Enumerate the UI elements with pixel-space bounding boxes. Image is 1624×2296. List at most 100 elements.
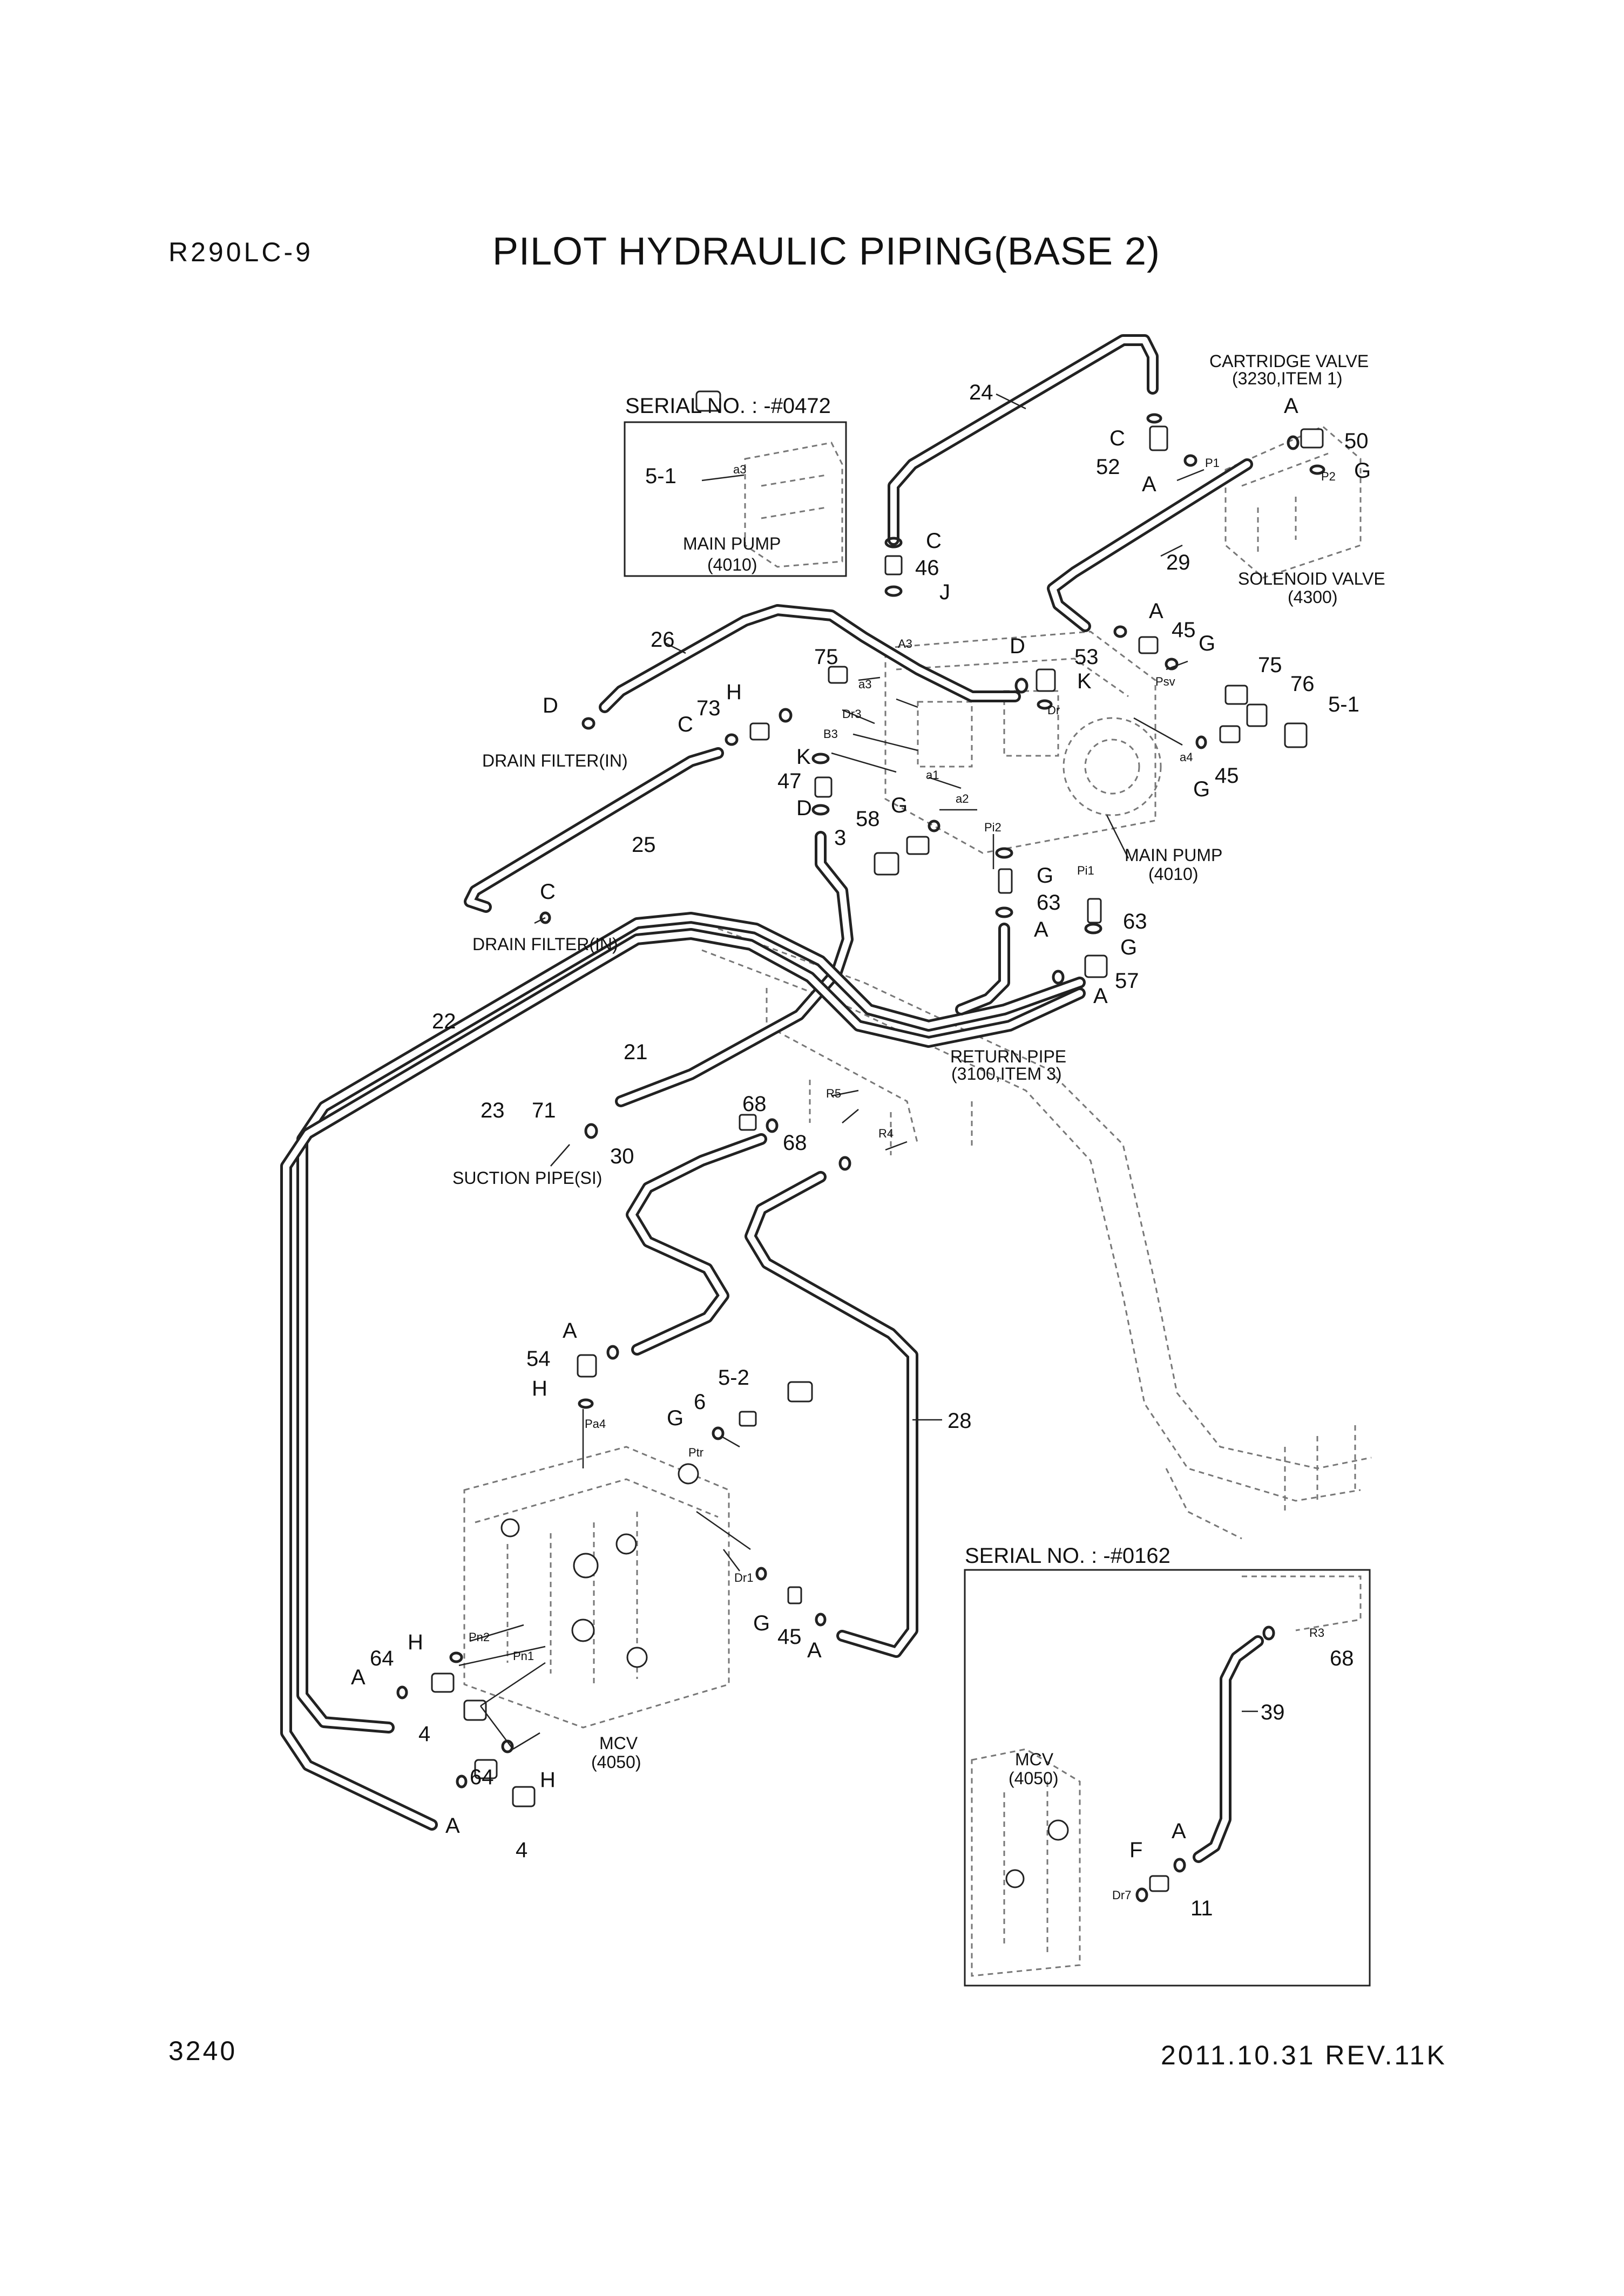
hose-24 bbox=[888, 334, 1159, 546]
callout-H-2: H bbox=[532, 1377, 547, 1400]
callout-A-9: A bbox=[445, 1814, 460, 1838]
callout-45-b: 45 bbox=[1215, 764, 1239, 788]
callout-Ptr-port: Ptr bbox=[688, 1446, 703, 1459]
callout-Pn1-port: Pn1 bbox=[513, 1649, 534, 1663]
return-pipe-ghost bbox=[701, 927, 1372, 1540]
callout-24: 24 bbox=[969, 381, 993, 404]
callout-J: J bbox=[939, 580, 950, 604]
fittings bbox=[431, 390, 1324, 1807]
callout-C-4: C bbox=[540, 880, 556, 904]
callout-54: 54 bbox=[526, 1347, 551, 1371]
callout-63-b: 63 bbox=[1123, 910, 1147, 933]
inset-bottom-68: 68 bbox=[1330, 1647, 1354, 1670]
inset-box-top bbox=[624, 421, 847, 577]
callout-G-4: G bbox=[1193, 777, 1210, 801]
callout-A-2: A bbox=[1284, 394, 1298, 418]
cartridge-valve-code: (3230,ITEM 1) bbox=[1232, 369, 1343, 388]
page-number: 3240 bbox=[168, 2036, 238, 2066]
mcv-label: MCV bbox=[599, 1733, 638, 1753]
hose-30 bbox=[626, 1133, 767, 1356]
callout-3: 3 bbox=[834, 826, 846, 850]
callout-22: 22 bbox=[432, 1010, 456, 1033]
hose-28 bbox=[745, 1171, 918, 1658]
callout-H-1: H bbox=[726, 680, 742, 704]
inset-top-port: a3 bbox=[733, 463, 746, 476]
inset-bottom-dr7: Dr7 bbox=[1112, 1888, 1131, 1902]
callout-R5-port: R5 bbox=[826, 1087, 841, 1100]
callout-Pn2-port: Pn2 bbox=[469, 1630, 490, 1644]
callout-45-c: 45 bbox=[777, 1625, 802, 1649]
o-rings bbox=[396, 413, 1325, 1789]
inset-top-serial: SERIAL NO. : -#0472 bbox=[625, 394, 831, 418]
inset-bottom-f: F bbox=[1129, 1838, 1142, 1862]
callout-C-3: C bbox=[678, 713, 693, 736]
callout-5-2: 5-2 bbox=[718, 1366, 749, 1390]
callout-75-a: 75 bbox=[814, 645, 838, 669]
inset-bottom-component-code: (4050) bbox=[1009, 1769, 1059, 1788]
suction-pipe-label: SUCTION PIPE(SI) bbox=[452, 1168, 602, 1188]
inset-top-pump-sketch bbox=[744, 442, 843, 568]
callout-57: 57 bbox=[1115, 969, 1139, 993]
callout-26: 26 bbox=[651, 628, 675, 652]
callout-A-4: A bbox=[1034, 918, 1048, 942]
mcv-body bbox=[463, 1446, 730, 1729]
callout-73: 73 bbox=[696, 696, 721, 720]
drain-filter-label-2: DRAIN FILTER(IN) bbox=[472, 934, 618, 954]
callout-Pa4-port: Pa4 bbox=[585, 1417, 606, 1431]
callout-30: 30 bbox=[610, 1144, 634, 1168]
inset-bottom-a: A bbox=[1172, 1819, 1186, 1843]
callout-A-6: A bbox=[563, 1319, 577, 1343]
callout-G-6: G bbox=[1120, 936, 1137, 959]
inset-bottom-11: 11 bbox=[1190, 1897, 1213, 1920]
callout-K-2: K bbox=[796, 745, 811, 769]
callout-52: 52 bbox=[1096, 455, 1120, 479]
callout-Psv: Psv bbox=[1155, 675, 1175, 688]
main-pump-body bbox=[884, 631, 1162, 854]
callout-50: 50 bbox=[1344, 429, 1369, 453]
callout-D-2: D bbox=[543, 694, 558, 717]
page-title: PILOT HYDRAULIC PIPING(BASE 2) bbox=[492, 230, 1160, 273]
callout-68-b: 68 bbox=[783, 1131, 807, 1155]
solenoid-valve-body bbox=[1224, 425, 1362, 579]
callout-P1: P1 bbox=[1205, 456, 1220, 470]
callout-G-5: G bbox=[1037, 864, 1053, 888]
callout-Dr1-port: Dr1 bbox=[734, 1571, 753, 1584]
callout-K-1: K bbox=[1077, 669, 1092, 693]
callout-Dr3-port: Dr3 bbox=[842, 707, 861, 721]
inset-bottom-r3: R3 bbox=[1309, 1626, 1324, 1640]
main-pump-code: (4010) bbox=[1148, 864, 1199, 884]
inset-bottom-mcv-sketch bbox=[971, 1575, 1362, 1977]
callout-a3-port: a3 bbox=[858, 678, 871, 691]
callout-H-3: H bbox=[408, 1630, 423, 1654]
callout-C-2: C bbox=[926, 529, 942, 553]
callout-21: 21 bbox=[624, 1040, 648, 1064]
hose-23 bbox=[280, 928, 1086, 1831]
inset-top-component-code: (4010) bbox=[707, 555, 757, 574]
return-pipe-code: (3100,ITEM 3) bbox=[951, 1064, 1062, 1083]
drain-filter-label-1: DRAIN FILTER(IN) bbox=[482, 751, 628, 770]
callout-A-1: A bbox=[1142, 472, 1156, 496]
callout-G-2: G bbox=[1199, 632, 1215, 655]
callout-G-8: G bbox=[753, 1611, 770, 1635]
callout-47: 47 bbox=[777, 769, 802, 793]
callout-64-b: 64 bbox=[470, 1765, 494, 1789]
fitting-5-1-inset bbox=[695, 390, 721, 412]
callout-Dr-port: Dr bbox=[1047, 703, 1060, 717]
callout-58: 58 bbox=[856, 807, 880, 831]
callout-23: 23 bbox=[481, 1099, 505, 1122]
callout-A-5: A bbox=[1093, 984, 1108, 1008]
callout-P2: P2 bbox=[1321, 470, 1336, 483]
callout-4-a: 4 bbox=[418, 1722, 430, 1746]
callout-a4-port: a4 bbox=[1180, 750, 1193, 764]
callout-a2-port: a2 bbox=[956, 792, 969, 805]
callout-Pi2-port: Pi2 bbox=[984, 821, 1002, 834]
inset-bottom-39: 39 bbox=[1261, 1701, 1285, 1724]
callout-D-1: D bbox=[1010, 634, 1025, 658]
mcv-code: (4050) bbox=[591, 1752, 641, 1772]
callout-28: 28 bbox=[948, 1409, 972, 1433]
model-number: R290LC-9 bbox=[168, 237, 313, 267]
callout-71: 71 bbox=[532, 1099, 556, 1122]
solenoid-valve-code: (4300) bbox=[1288, 587, 1338, 607]
